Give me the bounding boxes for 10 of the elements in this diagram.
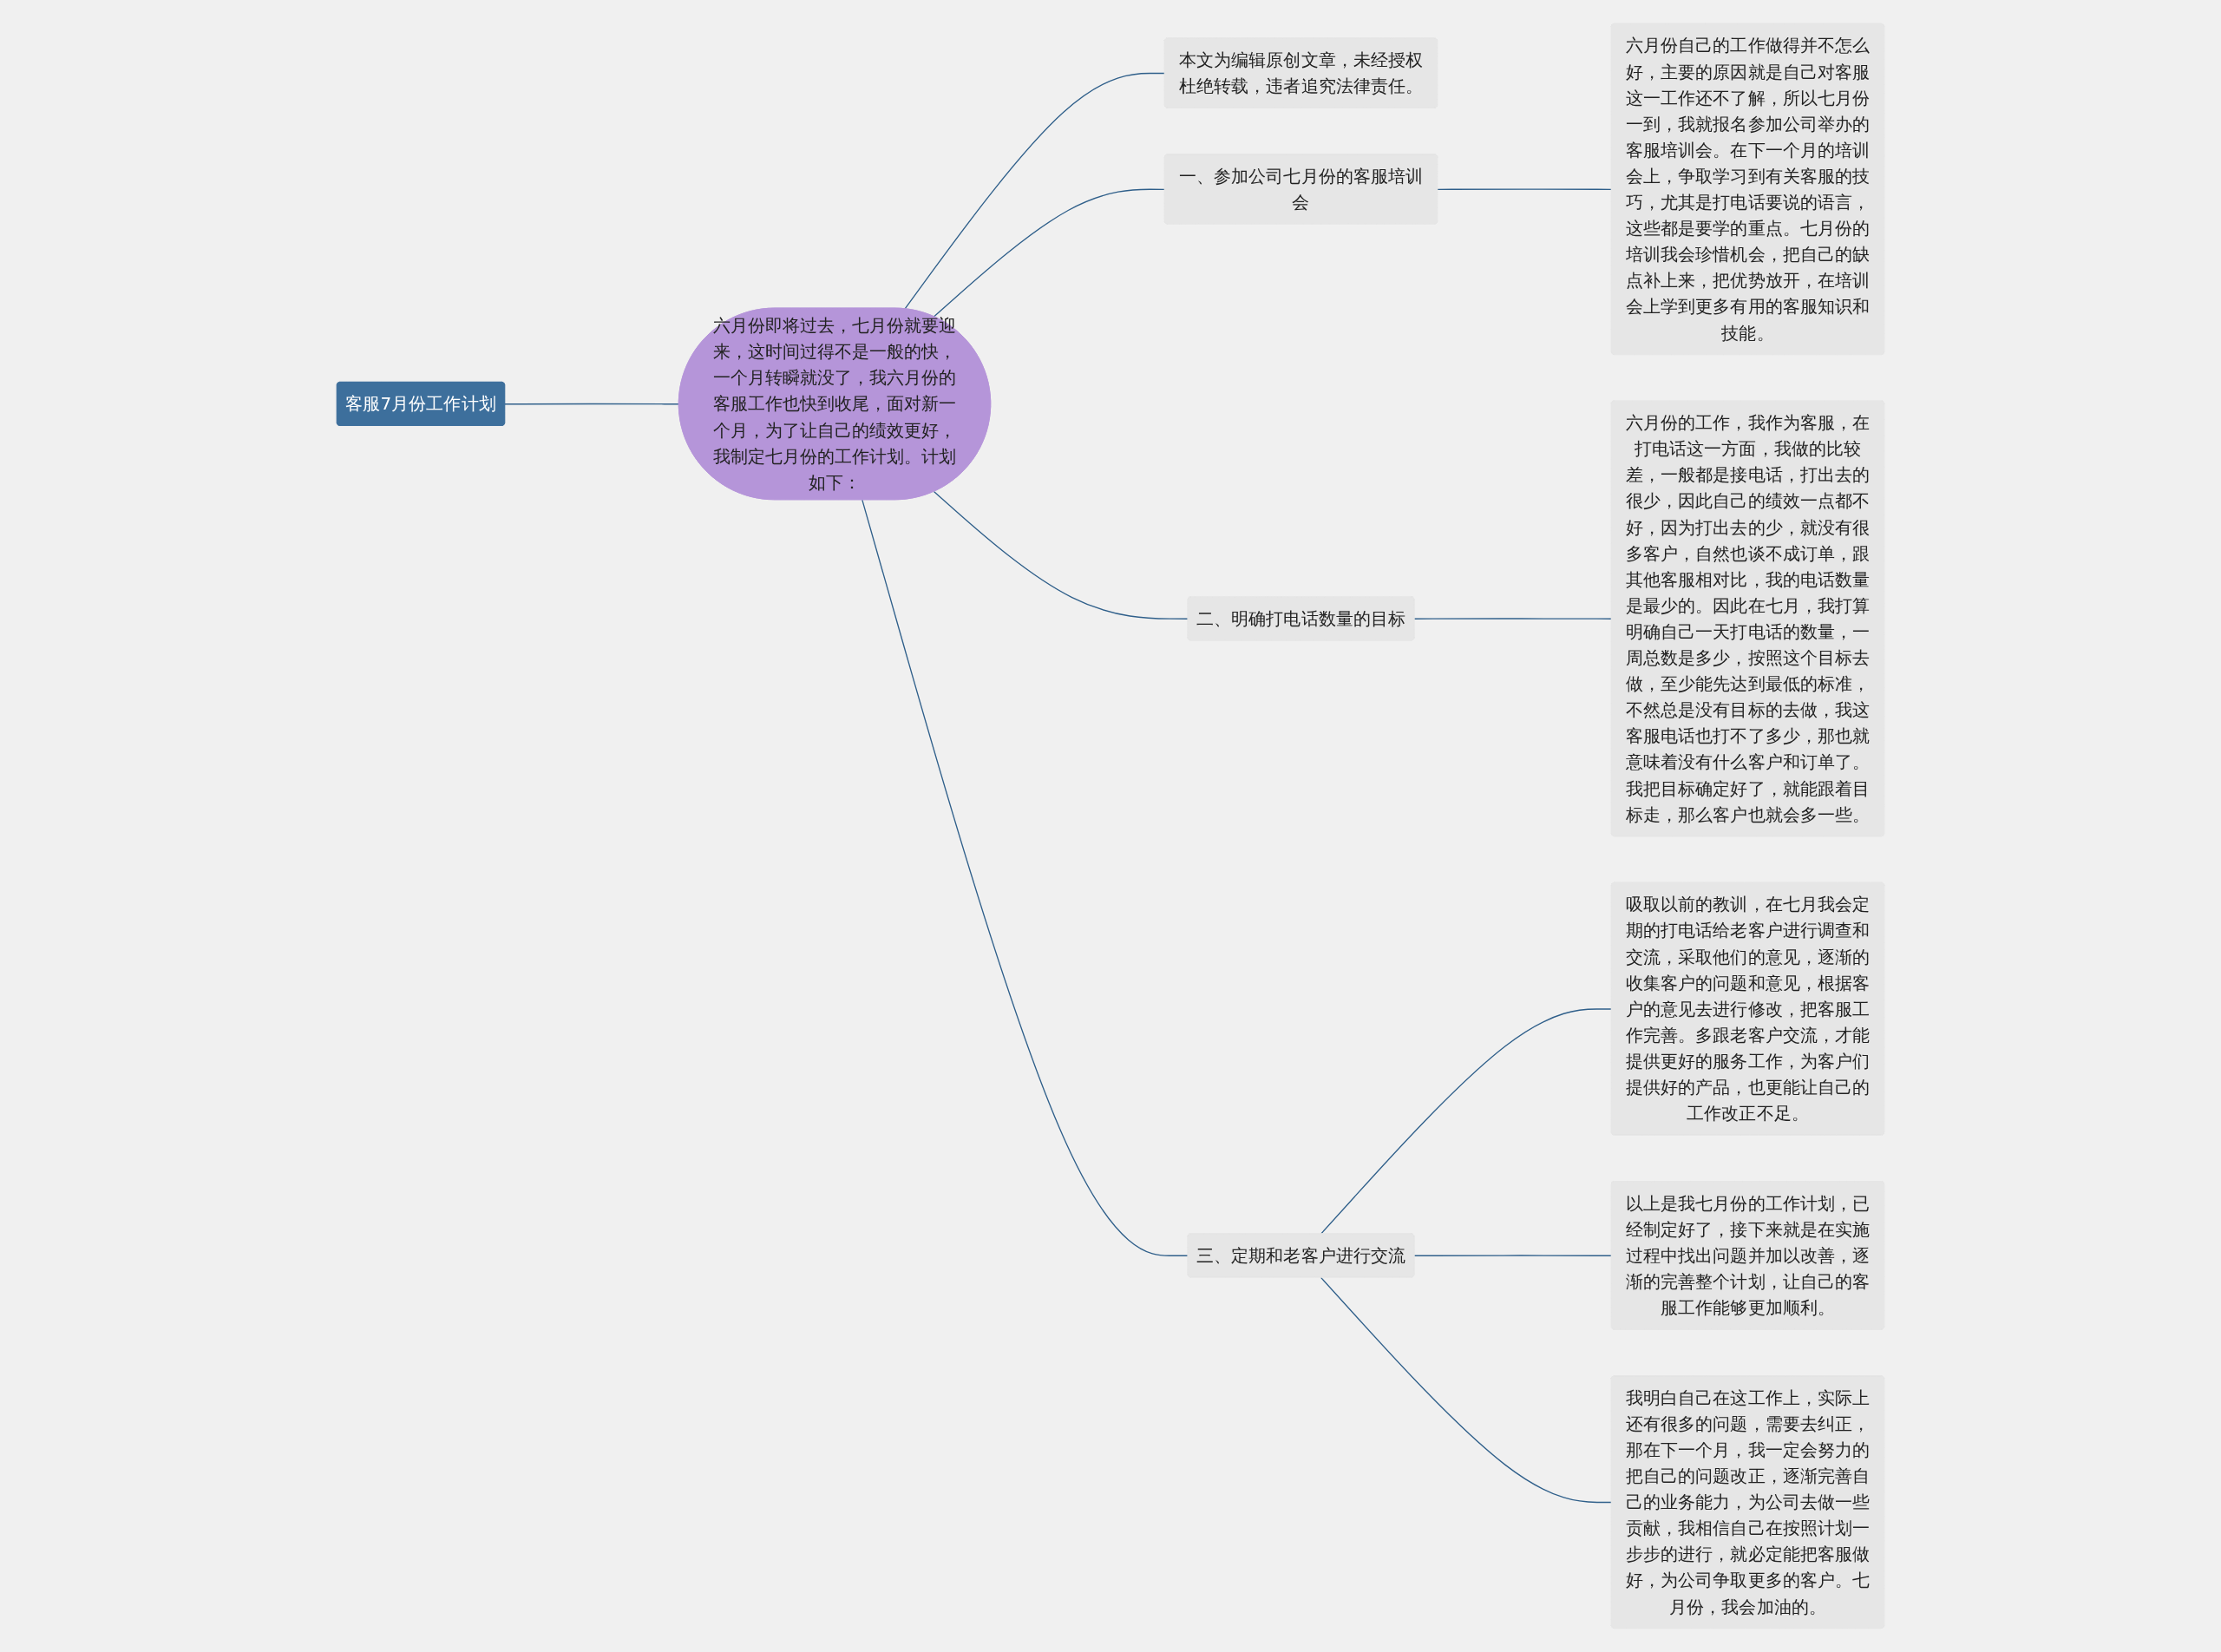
connector (1437, 188, 1613, 190)
connector (1320, 1276, 1613, 1504)
connector (1413, 618, 1613, 620)
connector (1413, 1255, 1613, 1256)
connector (504, 403, 680, 405)
connector (933, 490, 1189, 620)
connector (862, 499, 1189, 1256)
connector (933, 188, 1166, 318)
connector (904, 72, 1166, 310)
connector (1320, 1008, 1613, 1235)
